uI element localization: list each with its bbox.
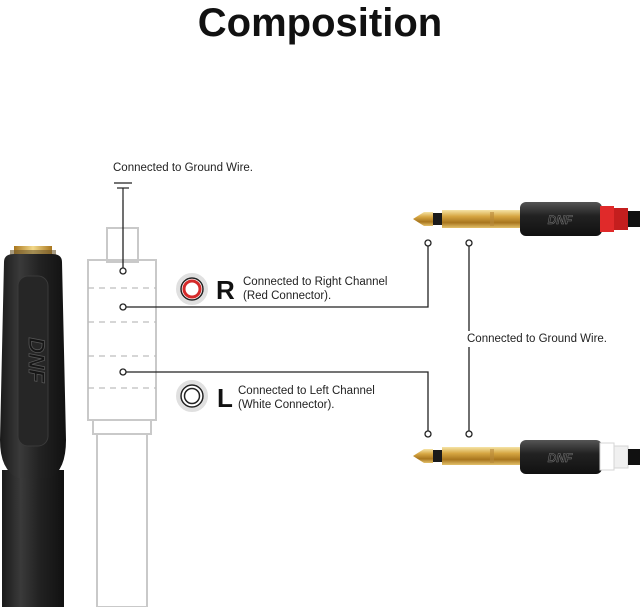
page-title: Composition [197,1,443,45]
white-ring-icon [176,380,208,412]
schematic-cable [96,433,148,607]
red-ring-icon [176,273,208,305]
plug-left-white: DNF [413,440,640,474]
jack-schematic [87,227,157,607]
schematic-collar [92,419,152,435]
ground-symbol-icon [114,182,132,200]
plug-right-red: DNF [413,202,640,236]
right-channel-letter: R [216,275,235,305]
schematic-body [87,259,157,421]
svg-text:DNF: DNF [548,451,573,465]
left-channel-line1: Connected to Left Channel [238,385,375,397]
left-channel-letter: L [217,383,233,413]
female-jack-cable [2,470,64,607]
right-channel-line1: Connected to Right Channel [243,276,388,288]
svg-text:DNF: DNF [24,337,49,383]
right-channel-line2: (Red Connector). [243,290,332,302]
left-channel-line2: (White Connector). [238,399,335,411]
wire-endpoints [119,239,473,438]
svg-text:DNF: DNF [548,213,573,227]
female-jack: DNF [0,246,66,607]
ground-top-label: Connected to Ground Wire. [113,162,253,174]
ground-right-label: Connected to Ground Wire. [467,331,607,347]
dnf-logo-icon: DNF [24,337,50,384]
